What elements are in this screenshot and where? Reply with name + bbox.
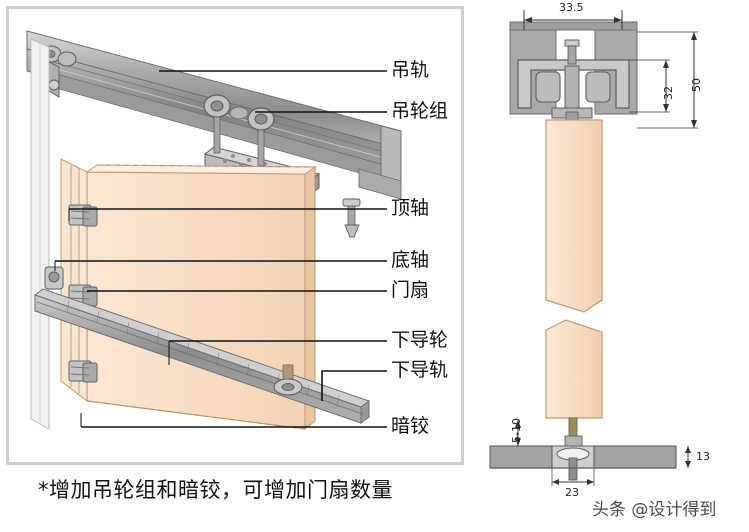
lower-guide-wheel-graphic (273, 364, 303, 396)
dimension-total-depth: 50 (690, 78, 703, 92)
callout-label-lower-guide-rail: 下导轨 (391, 359, 449, 381)
dimension-lines-top (523, 10, 623, 30)
bottom-pivot-graphic (44, 266, 64, 290)
dimension-track-height: 13 (696, 450, 710, 463)
illustration-frame: 吊轨 吊轮组 顶轴 底轴 门扇 下导轮 下导轨 暗铰 (6, 6, 464, 465)
callout-label-door-panel: 门扇 (391, 279, 430, 301)
callout-label-bottom-pivot: 底轴 (391, 249, 430, 271)
dimension-lines-50 (637, 31, 698, 129)
bottom-section-graphic (489, 417, 677, 481)
top-pivot-graphic (342, 198, 361, 238)
callout-label-hanger-wheel: 吊轮组 (391, 100, 449, 122)
dimension-floor-gap: 5-10 (510, 418, 523, 443)
dimension-lines-13 (685, 446, 691, 468)
isometric-door-assembly (26, 30, 402, 431)
dimension-lines-gap (515, 420, 521, 446)
sectional-details: 33.5 32 50 5-10 13 23 (466, 0, 749, 528)
dimension-lines-23 (551, 468, 595, 486)
leader-ticks (54, 209, 170, 427)
dimension-inner-depth: 32 (662, 86, 675, 100)
dimension-track-width: 23 (565, 486, 579, 499)
wall-jamb-graphic (30, 38, 50, 430)
figure-caption: *增加吊轮组和暗铰，可增加门扇数量 (38, 478, 393, 502)
watermark: 头条 @设计得到 (592, 500, 717, 520)
leader-lines (55, 70, 387, 428)
dimension-rail-width: 33.5 (559, 1, 584, 14)
callout-label-concealed-hinge: 暗铰 (391, 415, 430, 437)
dimension-lines-32 (629, 59, 670, 113)
section-drawings (489, 10, 698, 486)
callout-label-lower-guide-wheel: 下导轮 (391, 329, 449, 351)
door-section-graphic (545, 119, 603, 419)
callout-label-hanging-rail: 吊轨 (391, 59, 430, 81)
callout-label-top-pivot: 顶轴 (391, 197, 430, 219)
